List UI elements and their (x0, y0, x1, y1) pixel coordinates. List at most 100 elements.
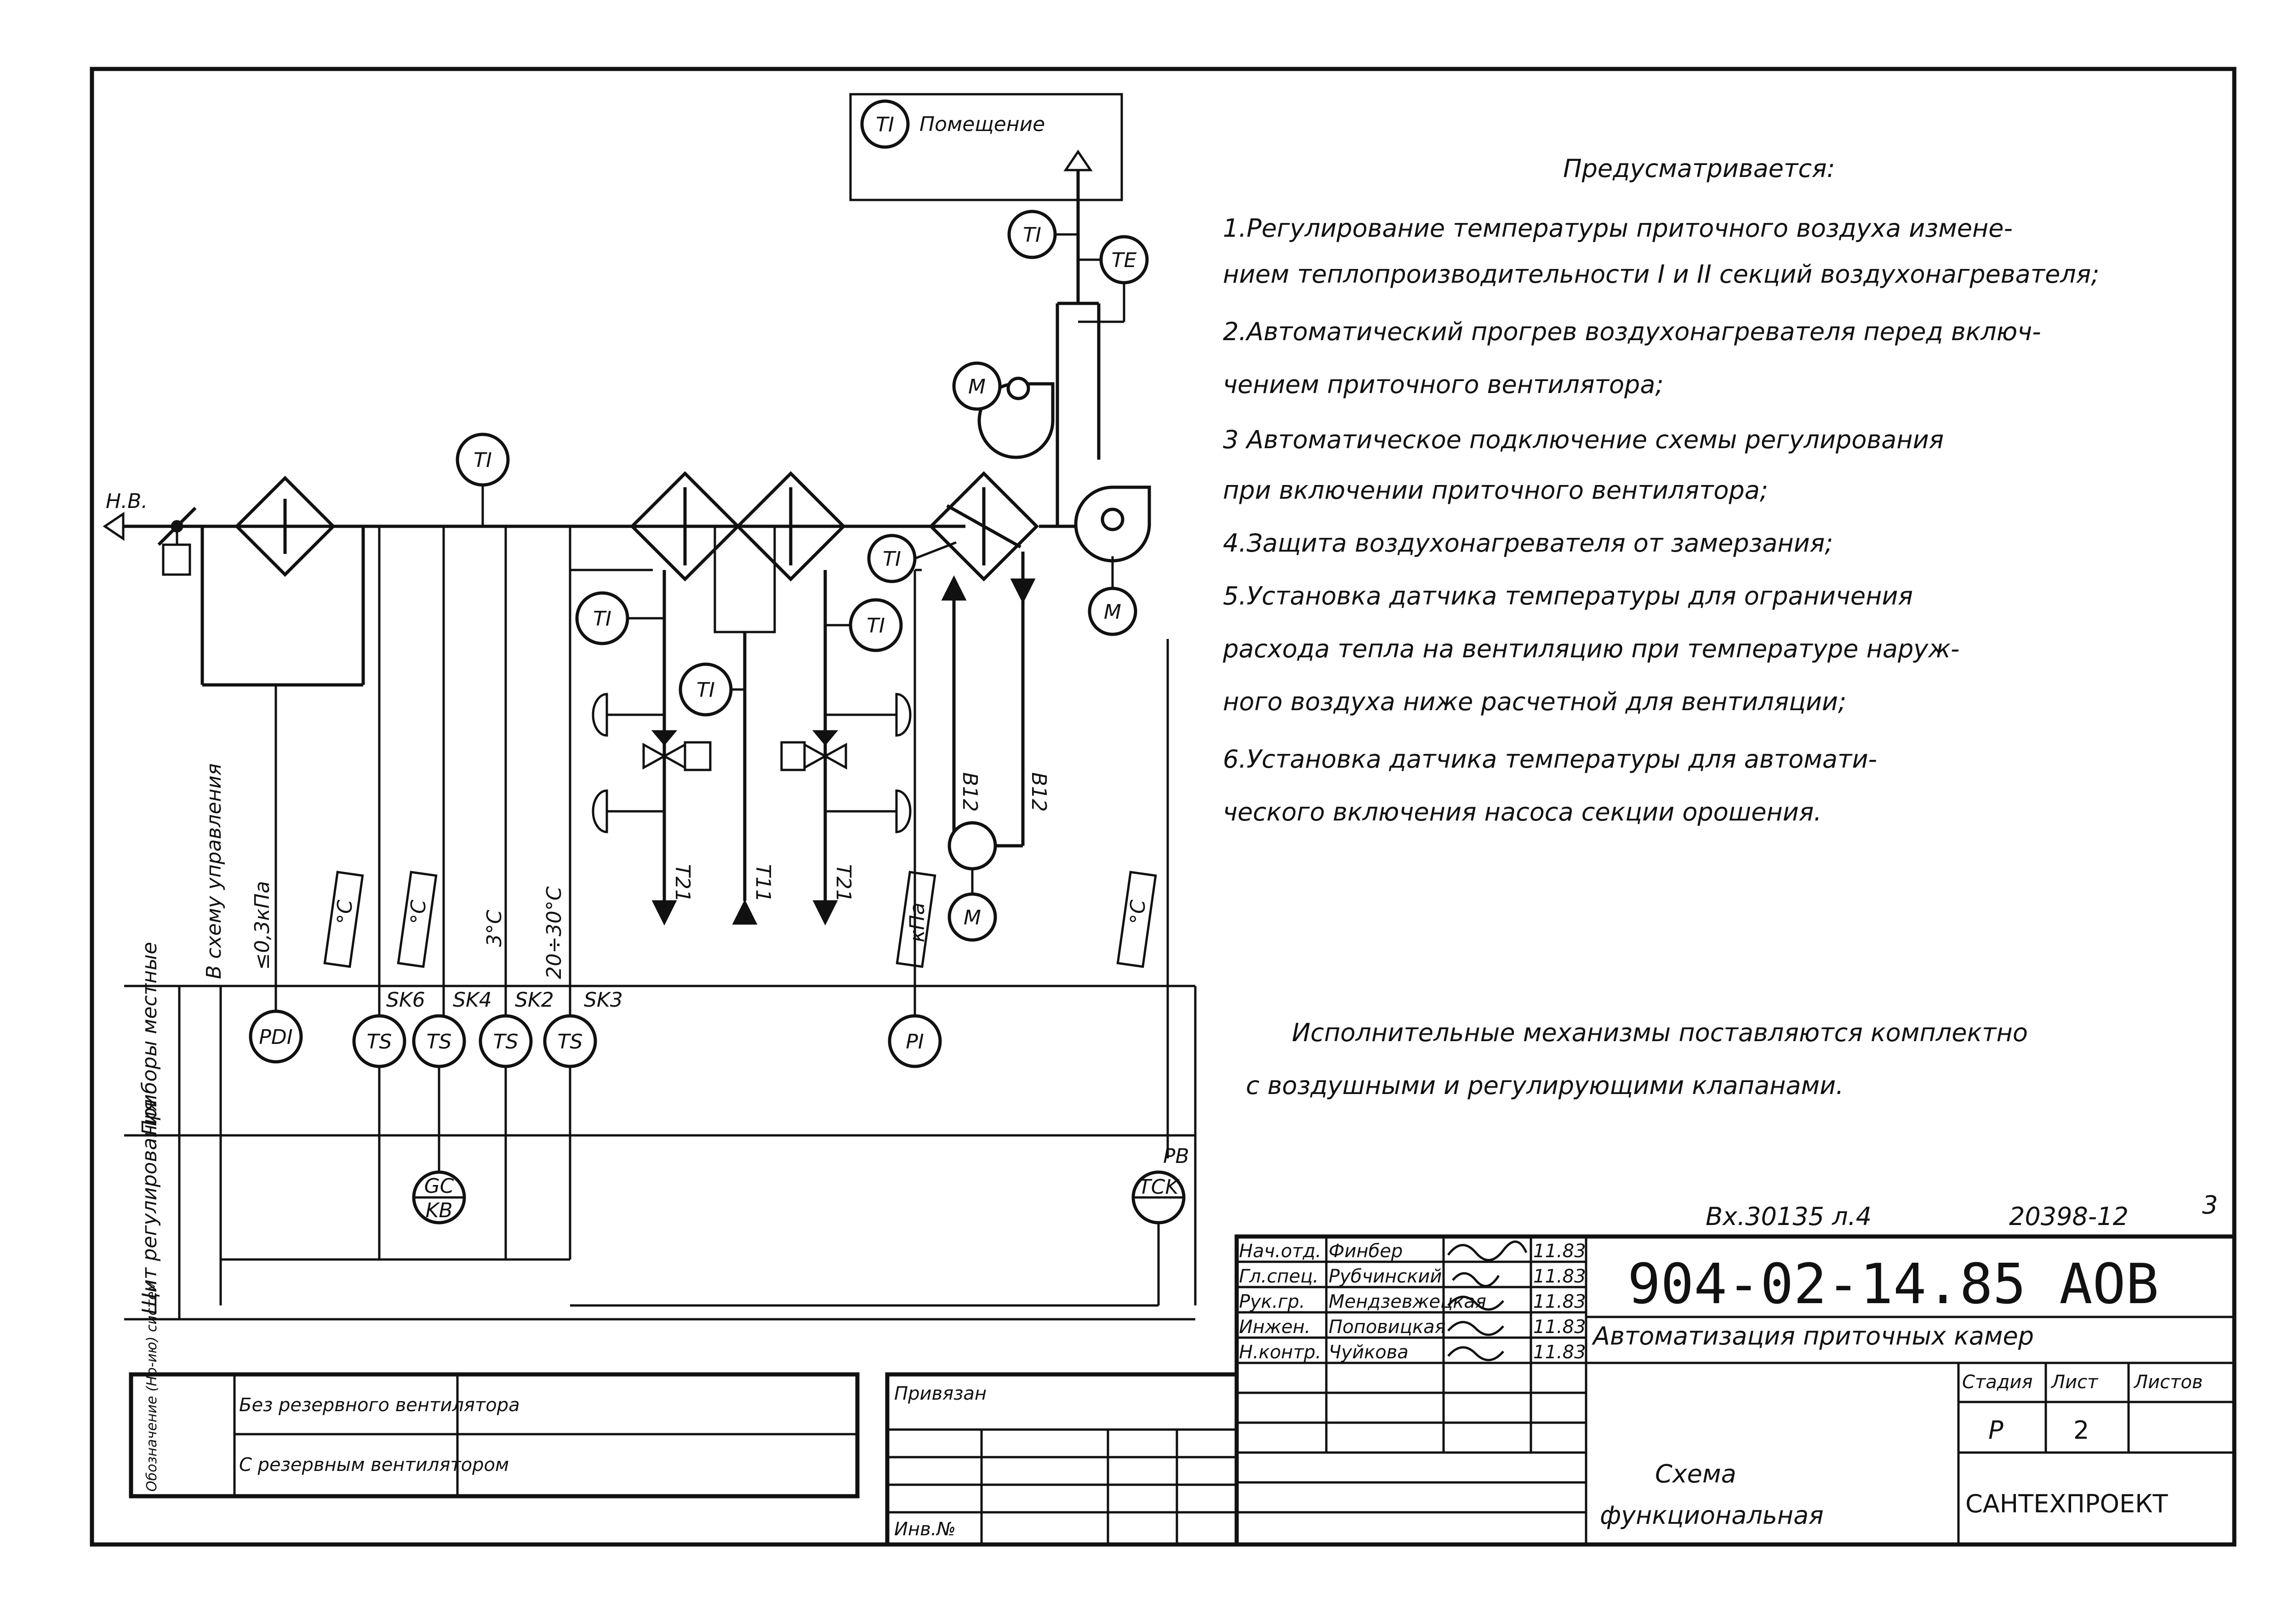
note-line: Исполнительные механизмы поставляются ко… (1292, 1018, 2028, 1047)
room-ti-instrument (860, 99, 910, 149)
signer-name: Поповицкая (1329, 1316, 1446, 1338)
signer-role: Инжен. (1239, 1316, 1311, 1338)
stamp-inv-line: Вх.30135 л.4 (1706, 1202, 1872, 1231)
room-box: TI Помещение (849, 93, 1123, 303)
return-inlet-arrow (732, 899, 758, 925)
switch-tag-sk3: SK3 (584, 988, 623, 1012)
stamp-doc-no: 20398-12 (2009, 1202, 2129, 1231)
duct-ti: TI (456, 433, 510, 526)
heater1-outlet-arrow (651, 900, 677, 926)
to-control-label: В схему управления (202, 764, 226, 979)
binding-block: Привязан Инв.№ (885, 1372, 1239, 1547)
signer-name: Рубчинский (1329, 1266, 1442, 1287)
title-block: Вх.30135 л.4 20398-12 3 904-02-14.85 АОВ… (1234, 1191, 2237, 1547)
outlet-te-label: TE (1112, 249, 1137, 272)
outlet-ti-label: TI (1023, 223, 1041, 247)
pump-motor-label: M (964, 906, 981, 929)
pb-tag: PB (1163, 1145, 1189, 1168)
air-duct: Н.В. (103, 302, 1151, 687)
kb-label: KB (425, 1199, 452, 1222)
note-line: 1.Регулирование температуры приточного в… (1223, 214, 2013, 243)
bound-label: Привязан (894, 1383, 987, 1404)
note-line: 4.Защита воздухонагревателя от замерзани… (1223, 529, 1833, 558)
signer-date: 11.83 (1533, 1316, 1586, 1338)
switch-tag-sk6: SK6 (386, 988, 425, 1012)
spray-piping: TI M B12 B12 (867, 534, 1050, 942)
heater2-valve-actuator (780, 741, 806, 771)
spray-drain-arrow (1010, 578, 1036, 604)
notes-block: Предусматривается: 1.Регулирование темпе… (1222, 154, 2099, 1100)
spray-pipe-label-1: B12 (958, 772, 982, 812)
supply-fan-1: M (952, 361, 1055, 459)
stamp-col-stage: Стадия (1962, 1372, 2032, 1393)
deg-label-1: °C (333, 900, 357, 924)
heater2-return-ti-label: TI (867, 614, 885, 638)
gc-label: GC (424, 1174, 454, 1198)
signer-date: 11.83 (1533, 1241, 1586, 1262)
tck-label: TCK (1139, 1175, 1180, 1199)
heater1-piping: TI T21 (570, 569, 712, 926)
supply-fan-2: M (1074, 485, 1151, 636)
stamp-stage-value: Р (1988, 1416, 2004, 1445)
signer-role: Рук.гр. (1239, 1291, 1305, 1312)
spray-pump (948, 821, 997, 871)
signer-name: Мендзевжецкая (1329, 1291, 1486, 1312)
outdoor-air-arrow (103, 512, 125, 541)
note-line: 2.Автоматический прогрев воздухонагреват… (1223, 317, 2041, 346)
stamp-sheet-corner: 3 (2202, 1191, 2218, 1219)
note-line: расхода тепла на вентиляцию при температ… (1222, 634, 1959, 663)
instrument-rows: Приборы местные Щит регулирования (124, 942, 1197, 1321)
inv-no-label: Инв.№ (894, 1519, 956, 1540)
ts-label-1: TS (367, 1030, 392, 1054)
local-instruments: PDI TS TS TS TS SK6 SK4 SK2 SK3 PI (249, 988, 942, 1259)
signer-name: Финбер (1329, 1241, 1403, 1262)
return-piping: TI T11 (679, 525, 776, 925)
pi-label: PI (906, 1030, 924, 1054)
note-line: 6.Установка датчика температуры для авто… (1223, 745, 1877, 774)
ts-label-3: TS (493, 1030, 519, 1054)
ts-label-2: TS (427, 1030, 452, 1054)
signer-date: 11.83 (1533, 1342, 1586, 1363)
signature-scribble (1447, 1295, 1504, 1311)
note-line: чением приточного вентилятора; (1223, 370, 1664, 399)
signer-name: Чуйкова (1329, 1342, 1409, 1363)
ts4-label: 20÷30°C (542, 886, 566, 979)
stamp-code: 904-02-14.85 АОВ (1627, 1253, 2159, 1316)
stamp-col-sheet: Лист (2050, 1372, 2099, 1393)
outlet-instruments: TI TE (1007, 210, 1149, 323)
pi-instrument (888, 1014, 942, 1068)
signal-labels: В схему управления ≤0,3кПа °C °C 3°C 20÷… (202, 764, 1157, 979)
pdi-setpoint-label: ≤0,3кПа (251, 881, 274, 970)
spray-supply-arrow (941, 575, 967, 601)
signer-role: Гл.спец. (1239, 1266, 1319, 1287)
fan-motor-1-label: M (968, 375, 986, 399)
notes-heading: Предусматривается: (1563, 154, 1835, 183)
stamp-org: САНТЕХПРОЕКТ (1965, 1489, 2168, 1518)
note-line: нием теплопроизводительности I и II секц… (1223, 260, 2099, 289)
note-line: при включении приточного вентилятора; (1223, 476, 1768, 505)
room-ti-label: TI (876, 113, 894, 137)
heater2-pipe-label: T21 (832, 864, 855, 902)
return-ti-label: TI (696, 678, 715, 702)
note-line: 5.Установка датчика температуры для огра… (1223, 581, 1913, 610)
supply-to-room-arrow (1063, 149, 1093, 171)
signature-scribble (1452, 1272, 1500, 1288)
switch-tag-sk4: SK4 (453, 988, 492, 1012)
spray-chamber (929, 471, 1039, 581)
heater2-piping: TI T21 (780, 570, 912, 926)
panel-instruments: GC KB TCK PB (412, 1145, 1189, 1305)
heater1-pipe-label: T21 (671, 864, 694, 902)
stamp-col-sheets: Листов (2133, 1372, 2203, 1393)
fan-motor-2-label: M (1104, 600, 1121, 624)
sensor-lines (274, 526, 571, 1016)
stamp-sheet-value: 2 (2073, 1416, 2089, 1445)
row-label-local: Приборы местные (138, 942, 161, 1135)
systems-row-1: Без резервного вентилятора (239, 1395, 520, 1416)
return-pipe-label: T11 (751, 864, 775, 902)
ts3-label: 3°C (483, 910, 506, 947)
fan-motor-1 (952, 361, 1002, 411)
stamp-drawing-2: функциональная (1600, 1501, 1824, 1530)
heater2-outlet-arrow (812, 900, 838, 926)
row-label-panel: Щит регулирования (138, 1099, 161, 1315)
